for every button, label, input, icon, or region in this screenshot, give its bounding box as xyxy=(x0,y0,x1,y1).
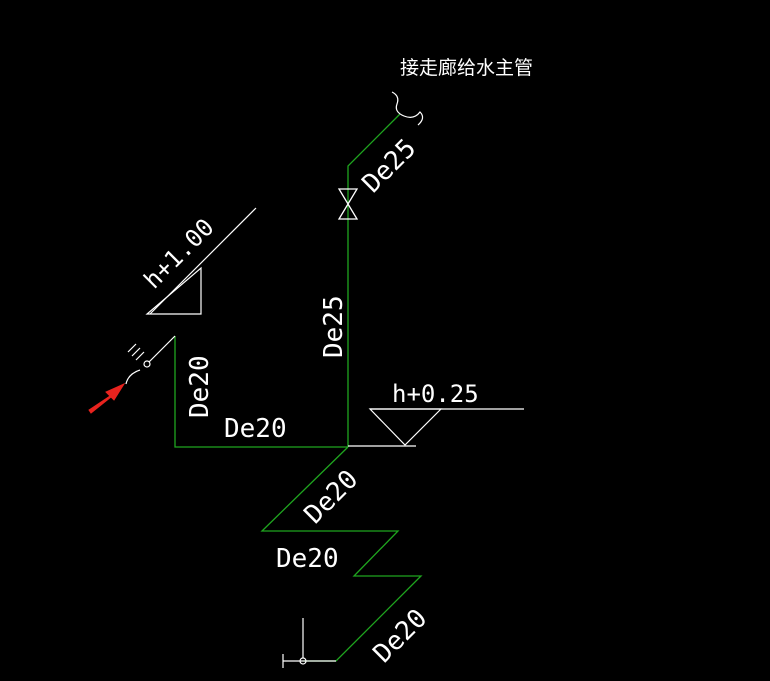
pipe-label-left-riser: De20 xyxy=(185,355,215,418)
pipe-label-zigzag-1: De20 xyxy=(299,464,364,529)
elevation-upper-triangle xyxy=(145,266,202,315)
pipe-label-zigzag-3: De20 xyxy=(368,603,433,668)
elevation-lower-triangle xyxy=(368,408,443,446)
pipe-label-zigzag-2: De20 xyxy=(276,544,339,574)
pipe-label-horizontal: De20 xyxy=(224,414,287,444)
main-pipe-label: 接走廊给水主管 xyxy=(400,57,533,79)
terminal-fitting-icon xyxy=(282,618,336,668)
pipe-label-upper-diagonal: De25 xyxy=(357,133,422,198)
pipe-label-riser: De25 xyxy=(319,295,349,358)
elevation-marker-lower xyxy=(348,408,524,447)
upper-diagonal-pipe xyxy=(347,113,401,219)
left-branch-pipe xyxy=(174,336,348,448)
break-symbol-icon xyxy=(391,91,424,126)
elevation-label-lower: h+0.25 xyxy=(392,380,479,408)
elevation-label-upper: h+1.00 xyxy=(138,213,219,294)
pointer-arrow-icon xyxy=(88,382,126,414)
elevation-marker-upper xyxy=(145,207,257,315)
valve-icon xyxy=(337,188,359,220)
faucet-icon xyxy=(125,335,176,385)
